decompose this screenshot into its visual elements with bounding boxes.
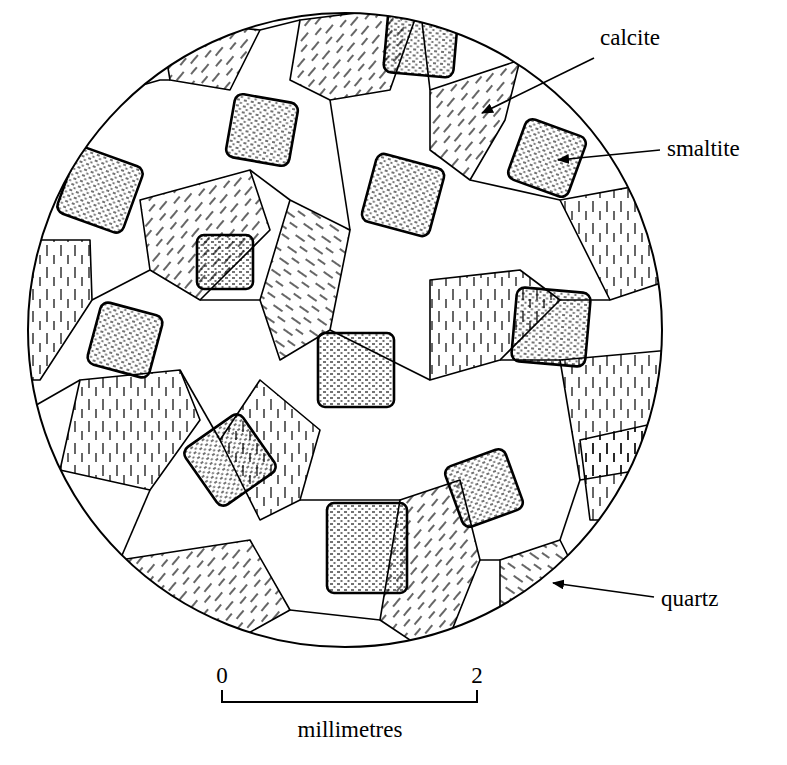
mineral-label: smaltite	[667, 137, 740, 160]
field-of-view	[28, 13, 662, 647]
scale-bar	[222, 690, 477, 702]
scale-number: 2	[471, 664, 483, 687]
mineral-label: quartz	[661, 587, 718, 610]
grain-boundaries	[10, 5, 660, 620]
scale-unit: millimetres	[298, 718, 403, 741]
smaltite-crystals	[55, 2, 591, 593]
leader-arrows	[482, 58, 660, 597]
calcite-grains	[10, 5, 670, 660]
scale-number: 0	[216, 664, 228, 687]
mineral-label: calcite	[600, 26, 660, 49]
